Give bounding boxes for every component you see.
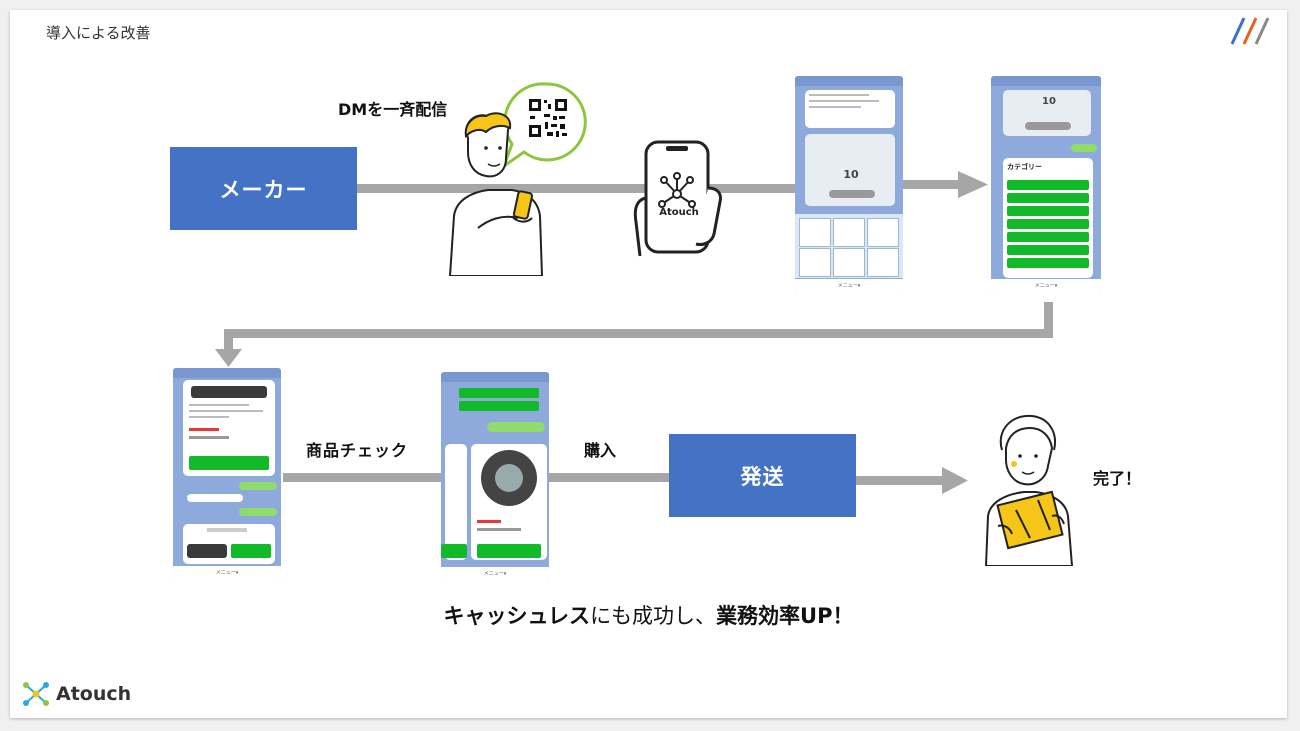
screen1-menu-footer: メニュー▾ [795,279,903,293]
line-screen-product: メニュー▾ [441,372,549,581]
page-title: 導入による改善 [46,24,151,42]
line-screen-category: 10 カテゴリー メニュー▾ [991,76,1101,293]
category-title: カテゴリー [1007,163,1042,171]
summary-line: キャッシュレスにも成功し、業務効率UP！ [10,600,1287,630]
category-percent: 10 [1042,96,1056,107]
check-label: 商品チェック [306,441,409,460]
maker-box: メーカー [170,147,357,230]
atouch-logo: Atouch [22,681,131,707]
flow-arrows [215,171,1053,494]
atouch-logo-text: Atouch [56,683,132,705]
line-screen-cart: メニュー▾ [173,368,281,580]
person-with-package-illustration [984,414,1074,566]
summary-middle: にも成功し、 [590,604,717,628]
screen4-menu-footer: メニュー▾ [441,567,549,581]
shipping-box: 発送 [669,434,856,517]
line-screen-coupon: 10 メニュー▾ [795,76,903,293]
screen2-menu-footer: メニュー▾ [991,279,1101,293]
dm-label: DMを一斉配信 [338,100,448,119]
screen3-menu-footer: メニュー▾ [173,566,281,580]
atouch-logo-icon [23,682,49,706]
purchase-label: 購入 [584,441,617,460]
person-with-qr-illustration [448,82,587,276]
summary-cashless: キャッシュレス [443,604,591,628]
summary-efficiency: 業務効率UP！ [716,604,854,628]
done-label: 完了！ [1093,469,1142,488]
coupon-percent: 10 [843,168,859,181]
phone-brand-label: Atouch [659,207,699,218]
slide: 導入による改善 メーカー 発送 DMを一斉配信 商品チェック 購入 完了！ [10,10,1287,718]
hand-phone-atouch-icon [633,140,722,257]
slash-decoration-icon [1230,17,1270,45]
